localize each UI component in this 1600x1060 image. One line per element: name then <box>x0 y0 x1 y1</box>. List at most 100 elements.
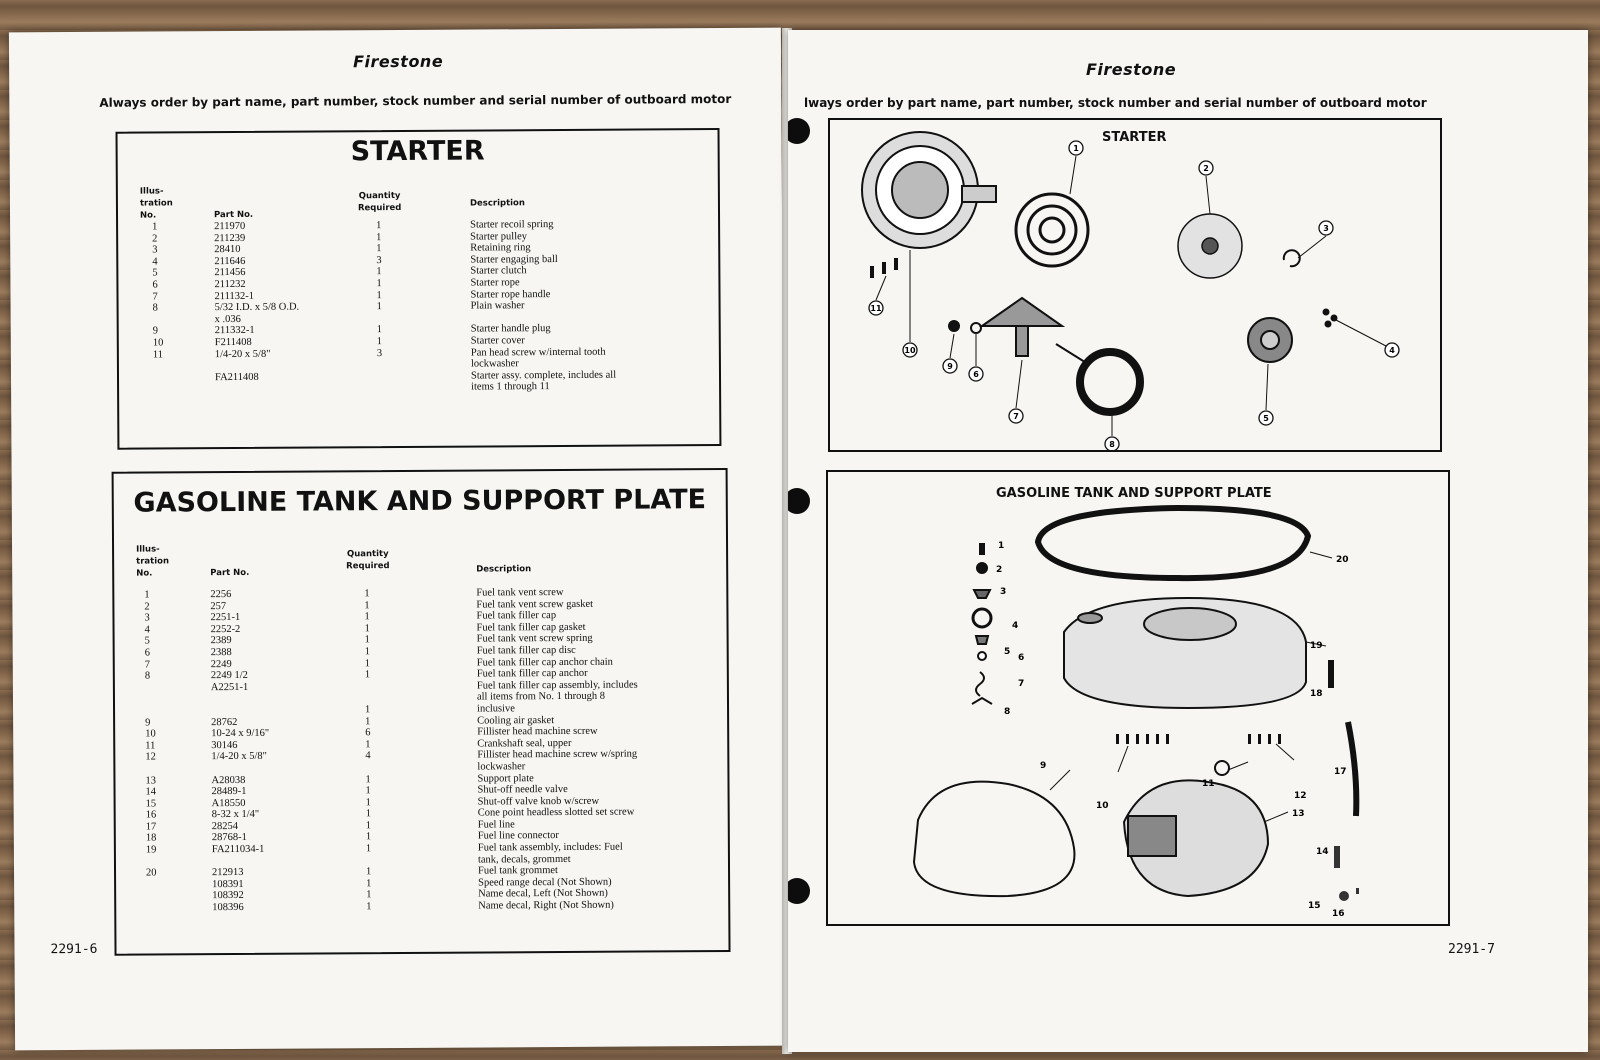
description-cell: tank, decals, grommet <box>477 853 571 866</box>
quantity-cell: 1 <box>365 704 371 716</box>
order-note-right: lways order by part name, part number, s… <box>804 96 1427 110</box>
part-no-cell: 2388 <box>210 646 232 659</box>
description-cell: Starter clutch <box>470 265 527 277</box>
description-cell: Support plate <box>477 772 534 785</box>
description-cell: Fuel tank filler cap anchor chain <box>476 656 613 669</box>
quantity-cell: 1 <box>365 820 372 832</box>
binder-hole-bottom <box>788 878 810 904</box>
description-cell: Cooling air gasket <box>477 714 555 727</box>
quantity-cell: 1 <box>366 901 372 913</box>
description-cell: all items from No. 1 through 8 <box>476 691 606 703</box>
illus-cell: 8 <box>152 302 158 314</box>
part-no-header: Part No. <box>213 209 254 221</box>
part-no-cell: A28038 <box>211 774 246 786</box>
order-note-left: Always order by part name, part number, … <box>99 91 732 110</box>
quantity-cell: 1 <box>365 831 372 843</box>
quantity-cell: 1 <box>365 866 372 878</box>
description-cell: Fuel tank filler cap <box>476 610 557 622</box>
brand-logo-right: Firestone <box>1086 60 1177 79</box>
quantity-cell: 4 <box>365 750 371 762</box>
description-cell: Cone point headless slotted set screw <box>477 806 635 819</box>
callout-label: 10 <box>904 346 916 355</box>
callout-label: 1 <box>1073 144 1079 153</box>
quantity-cell: 1 <box>364 611 370 623</box>
part-no-cell: 211646 <box>214 255 246 267</box>
callout-label: 11 <box>870 304 882 313</box>
illus-cell: 20 <box>146 867 157 879</box>
quantity-cell: 1 <box>365 715 371 727</box>
fuel-line-connector-part <box>1328 660 1334 688</box>
illus-cell: 13 <box>145 774 157 787</box>
illus-cell: 5 <box>152 267 158 279</box>
callout-6: 6 <box>968 366 984 382</box>
illus-cell: 2 <box>152 233 158 245</box>
left-page: Firestone Always order by part name, par… <box>8 27 788 1051</box>
engaging-balls-part <box>1322 308 1338 328</box>
description-cell: Starter pulley <box>470 230 528 243</box>
illus-cell: 12 <box>145 751 156 763</box>
part-no-header: Part No. <box>210 567 250 579</box>
quantity-cell: 1 <box>364 622 370 634</box>
quantity-cell: 1 <box>364 657 371 669</box>
callout-6: 6 <box>1018 653 1024 663</box>
description-cell: Fuel tank filler cap assembly, includes <box>476 679 638 692</box>
description-cell: Pan head screw w/internal tooth <box>470 346 606 359</box>
description-cell: Retaining ring <box>470 242 531 254</box>
illus-cell: 5 <box>144 635 150 647</box>
part-no-cell: 2249 1/2 <box>210 670 248 682</box>
part-no-cell: 30146 <box>211 739 238 751</box>
quantity-cell: 1 <box>366 878 372 890</box>
starter-clutch-part <box>1247 317 1293 363</box>
quantity-cell: 1 <box>364 588 370 600</box>
description-cell: Fuel tank filler cap gasket <box>476 621 586 634</box>
starter-figure-title: STARTER <box>1102 130 1167 145</box>
starter-rope-part <box>1055 343 1144 416</box>
gas-tank-figure-box: GASOLINE TANK AND SUPPORT PLATE <box>826 470 1450 926</box>
part-no-cell: 28254 <box>211 820 239 833</box>
part-no-cell: A2251-1 <box>210 681 249 693</box>
description-cell: Starter rope handle <box>470 288 551 301</box>
gas-tank-title: GASOLINE TANK AND SUPPORT PLATE <box>133 484 707 519</box>
illus-cell: 4 <box>152 256 158 268</box>
fuel-tank-part <box>1063 596 1307 710</box>
description-cell: Fuel tank vent screw spring <box>476 633 593 645</box>
quantity-cell: 1 <box>376 336 383 348</box>
illus-cell: 3 <box>152 244 158 256</box>
page-number-right: 2291-7 <box>1448 942 1495 957</box>
shut-off-valve-part <box>1334 846 1359 901</box>
quantity-cell: 1 <box>364 646 370 658</box>
description-cell: Fuel tank filler cap anchor <box>476 668 588 680</box>
starter-figure-box: STARTER <box>828 118 1442 452</box>
page-number-left: 2291-6 <box>50 941 98 958</box>
description-cell: Starter cover <box>470 335 525 347</box>
quantity-cell: 1 <box>376 243 382 255</box>
quantity-cell: 1 <box>366 889 372 901</box>
quantity-cell: 1 <box>376 301 382 313</box>
callout-label: 6 <box>973 370 979 379</box>
part-no-cell: 211970 <box>214 220 246 233</box>
callout-5: 5 <box>1004 647 1010 657</box>
part-no-cell: 211239 <box>214 232 246 244</box>
description-cell: Plain washer <box>470 300 525 312</box>
illus-cell: 1 <box>152 221 158 233</box>
illus-cell: 1 <box>144 589 150 601</box>
callout-2: 2 <box>996 565 1002 575</box>
quantity-cell: 1 <box>376 289 382 301</box>
description-cell: Fuel tank filler cap disc <box>476 644 576 657</box>
quantity-cell: 1 <box>364 599 370 611</box>
illus-cell: 6 <box>152 279 158 291</box>
book-spine <box>782 28 792 1054</box>
quantity-cell: 1 <box>376 220 382 232</box>
starter-pulley-part <box>1177 213 1243 279</box>
recoil-spring-part <box>1014 192 1090 268</box>
callout-7: 7 <box>1008 408 1024 424</box>
callout-11: 11 <box>1202 779 1215 789</box>
callout-4: 4 <box>1384 342 1400 358</box>
description-cell: Fuel tank grommet <box>477 865 558 877</box>
description-cell: Starter rope <box>470 277 520 289</box>
callout-15: 15 <box>1308 901 1321 911</box>
